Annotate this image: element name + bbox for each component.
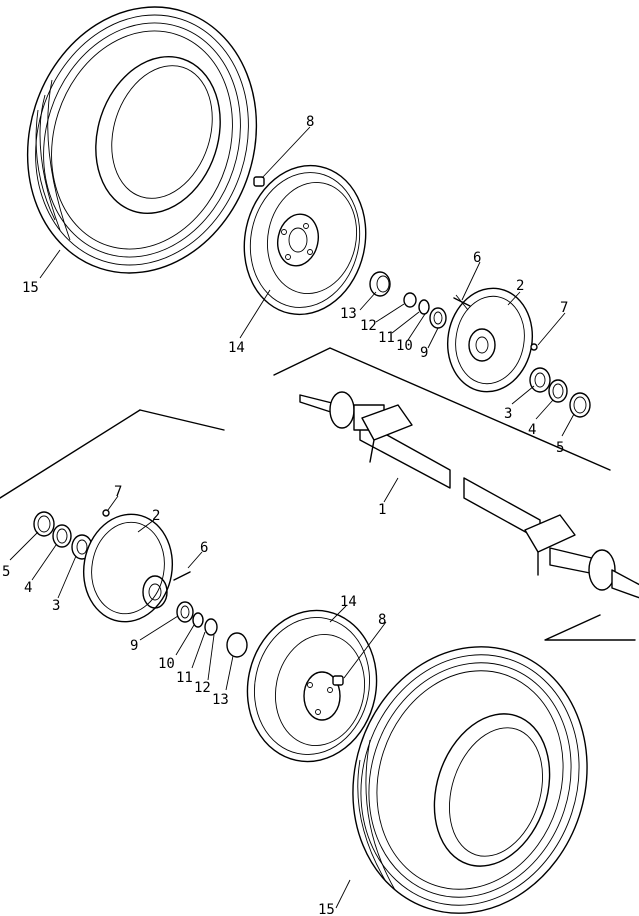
hub-cap-bottom	[226, 632, 248, 658]
nut-bottom	[204, 618, 218, 636]
bearing-top-outer	[529, 367, 551, 393]
callout-12-top: 12	[360, 318, 377, 334]
nut-top	[403, 292, 417, 308]
rim-top	[243, 164, 367, 316]
callout-6-bottom: 6	[200, 540, 208, 556]
callout-15-top: 15	[22, 280, 39, 296]
bearing-bottom-inner	[176, 601, 194, 623]
callout-4-bottom: 4	[24, 580, 32, 596]
tire-bottom	[352, 646, 588, 914]
race-top	[548, 379, 568, 403]
bearing-top-inner	[429, 307, 447, 329]
callout-11-bottom: 11	[176, 670, 193, 686]
callout-15-bottom: 15	[318, 902, 335, 916]
axle	[0, 347, 639, 641]
tire-top	[26, 6, 258, 274]
stud-bottom	[173, 571, 191, 581]
callout-5-bottom: 5	[2, 564, 10, 580]
callout-8-top: 8	[306, 114, 314, 130]
callout-5-top: 5	[556, 440, 564, 456]
valve-bottom	[332, 675, 344, 686]
callouts: 15 8 14 6 2 7 13 12 11 10 9 3 4 5 1 7 2 …	[2, 114, 568, 916]
callout-6-top: 6	[473, 250, 481, 266]
callout-13-top: 13	[340, 306, 357, 322]
hub-cap-top	[369, 271, 391, 297]
callout-9-bottom: 9	[130, 638, 138, 654]
callout-10-top: 10	[396, 338, 413, 354]
callout-3-bottom: 3	[52, 598, 60, 614]
callout-13-bottom: 13	[212, 692, 229, 708]
stud-top	[453, 294, 471, 311]
callout-14-top: 14	[228, 340, 245, 356]
callout-7-top: 7	[560, 300, 568, 316]
callout-12-bottom: 12	[194, 680, 211, 696]
hub-drum-bottom	[82, 513, 174, 623]
callout-3-top: 3	[504, 406, 512, 422]
washer-top	[418, 299, 430, 315]
grease-fitting-bottom	[102, 509, 110, 517]
hub-drum-top	[446, 287, 534, 393]
callout-2-top: 2	[516, 278, 524, 294]
valve-top	[253, 176, 265, 187]
callout-11-top: 11	[378, 330, 395, 346]
grease-fitting-top	[530, 343, 538, 351]
washer-bottom	[192, 612, 204, 628]
race-bottom	[52, 524, 72, 548]
leader-lines	[9, 126, 575, 909]
callout-7-bottom: 7	[114, 484, 122, 500]
rim-bottom	[246, 609, 378, 763]
callout-2-bottom: 2	[152, 508, 160, 524]
callout-9-top: 9	[420, 345, 428, 361]
seal-top	[569, 392, 591, 418]
seal-bottom	[33, 511, 55, 537]
callout-10-bottom: 10	[158, 656, 175, 672]
callout-8-bottom: 8	[378, 612, 386, 628]
callout-14-bottom: 14	[340, 594, 357, 610]
callout-1: 1	[378, 502, 386, 518]
callout-4-top: 4	[528, 422, 536, 438]
